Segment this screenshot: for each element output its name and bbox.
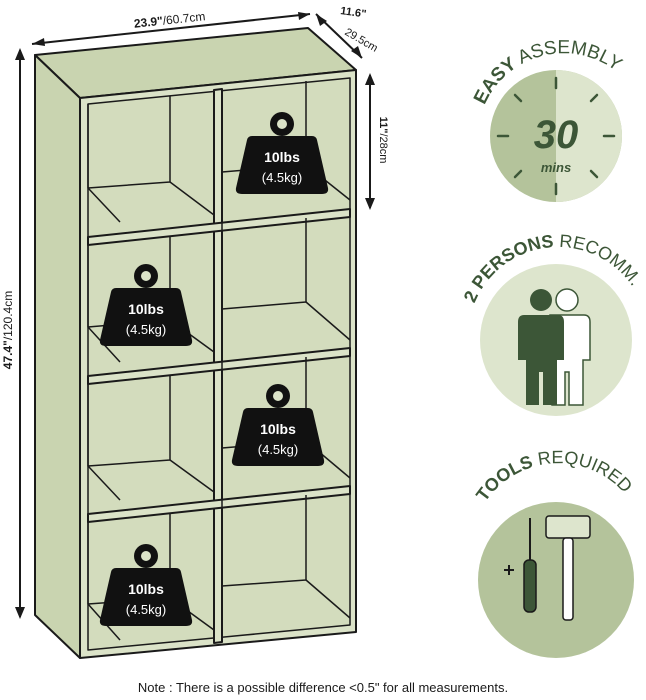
shelf-3 [87,485,351,523]
svg-text:47.4"/120.4cm: 47.4"/120.4cm [1,291,15,369]
height-dimension: 47.4"/120.4cm [1,48,25,619]
assembly-minutes: 30 [534,113,579,157]
assembly-unit: mins [541,160,571,175]
depth-label-rest: 29.5cm [343,26,380,54]
cube-label-rest: /28cm [377,133,389,163]
weight-kg: (4.5kg) [126,322,166,337]
weight-kg: (4.5kg) [262,170,302,185]
tools-required-badge: TOOLS REQUIRED [472,447,636,658]
two-persons-icon [518,288,591,406]
clock-icon [496,76,616,196]
easy-assembly-badge: EASY ASSEMBLY 30 mins [470,37,626,202]
height-label-rest: /120.4cm [1,291,15,340]
depth-label-bold: 11.6" [340,5,367,21]
two-persons-badge: 2 PERSONS RECOMM. [460,231,646,416]
weight-kg: (4.5kg) [258,442,298,457]
bookcase [34,27,357,659]
svg-text:23.9"/60.7cm: 23.9"/60.7cm [133,9,206,30]
shelf-2 [87,347,351,385]
weight-lbs: 10lbs [260,421,296,437]
measurement-note: Note : There is a possible difference <0… [137,680,509,695]
width-label-rest: /60.7cm [162,9,206,27]
height-label-bold: 47.4" [1,340,15,369]
weight-lbs: 10lbs [264,149,300,165]
cube-label-bold: 11" [377,117,389,134]
weight-icon: 10lbs (4.5kg) [99,544,193,626]
svg-text:11"/28cm: 11"/28cm [377,117,389,164]
weight-lbs: 10lbs [128,581,164,597]
weight-icon: 10lbs (4.5kg) [99,264,193,346]
cube-height-dimension: 11"/28cm [365,73,389,210]
weight-icon: 10lbs (4.5kg) [231,384,325,466]
screwdriver-hammer-icon [504,515,591,621]
weight-icon: 10lbs (4.5kg) [235,112,329,194]
bookcase-side [34,54,81,659]
tools-badge-title: TOOLS REQUIRED [472,447,636,505]
weight-lbs: 10lbs [128,301,164,317]
weight-kg: (4.5kg) [126,602,166,617]
shelf-1 [87,208,351,246]
width-dimension: 23.9"/60.7cm [31,9,311,46]
width-label-bold: 23.9" [133,14,163,31]
